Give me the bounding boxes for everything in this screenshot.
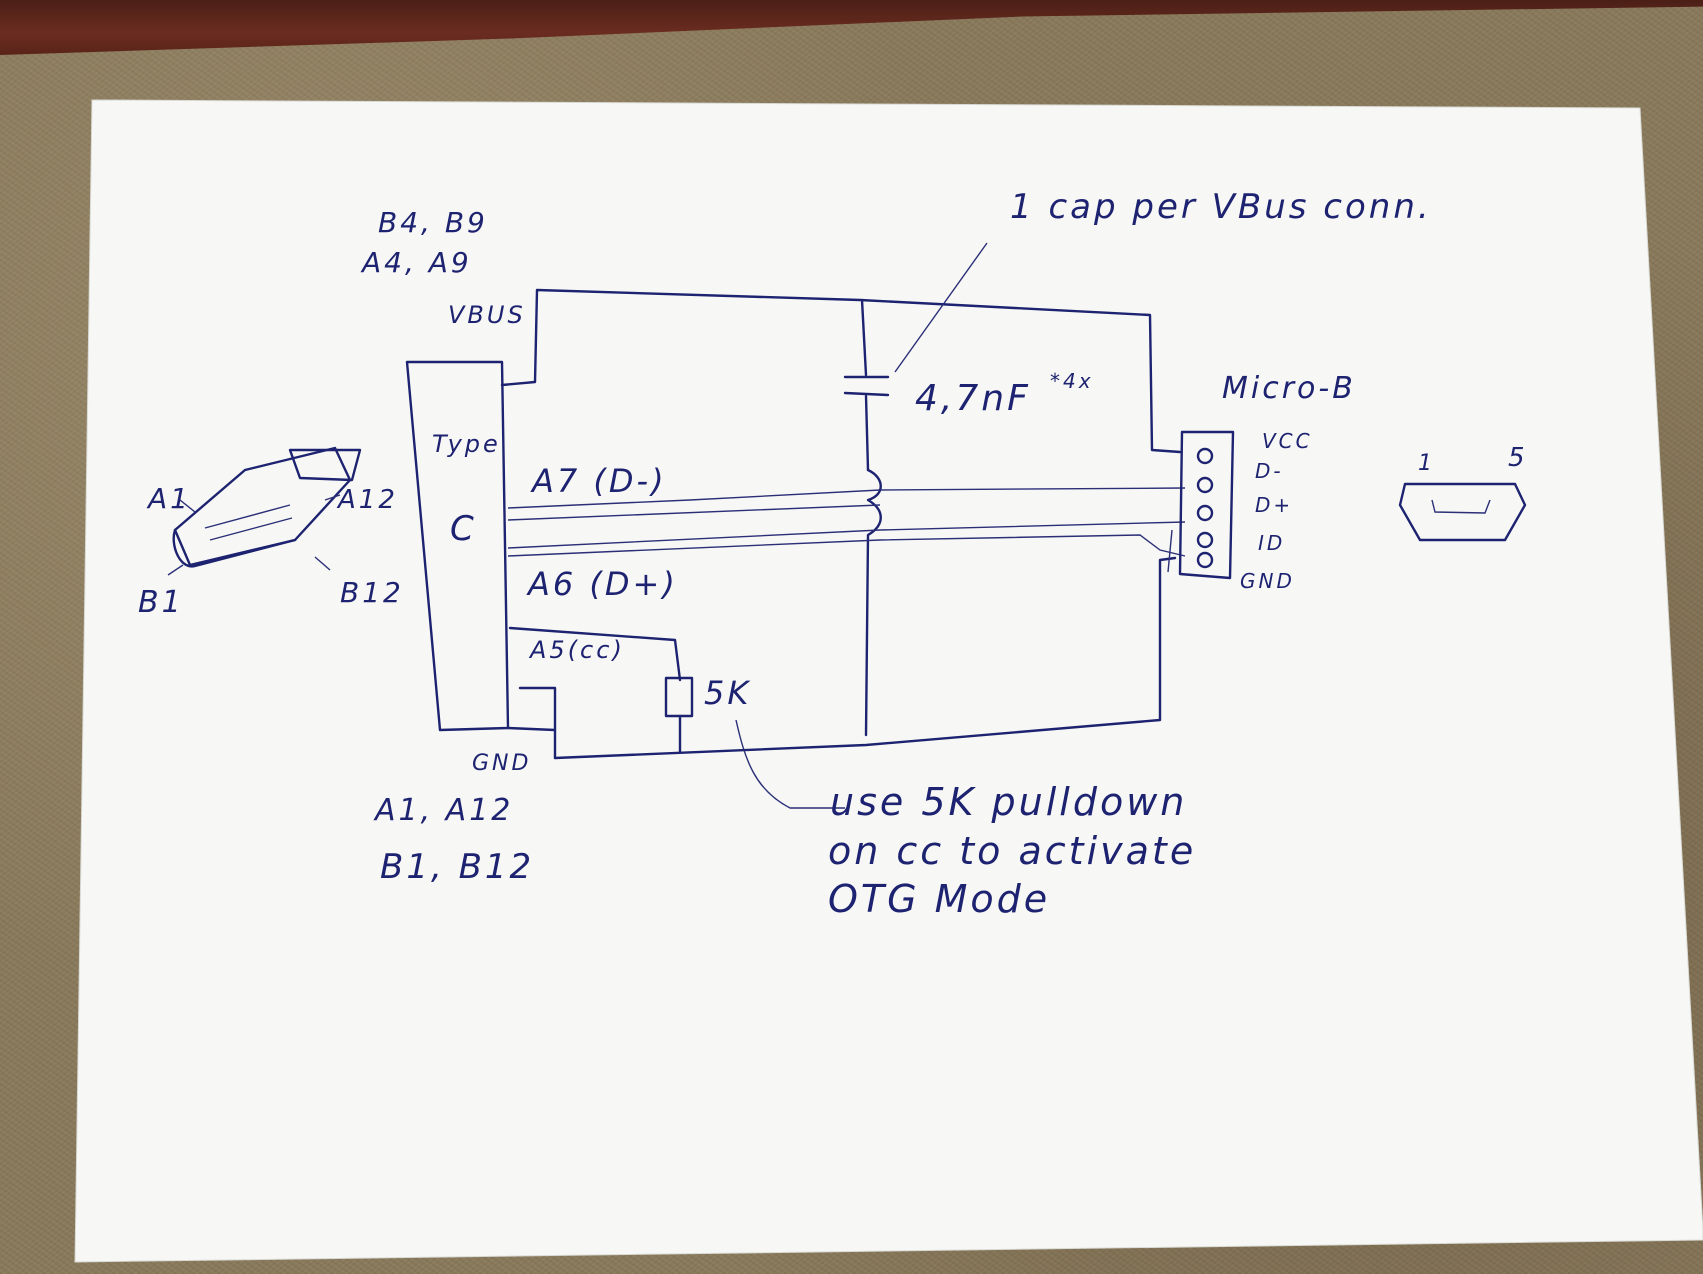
micro-b-pin-dminus: D-: [1255, 459, 1284, 483]
micro-b-pin-dplus: D+: [1255, 493, 1293, 517]
note-line-3: OTG Mode: [828, 877, 1050, 921]
paper-sheet: [74, 99, 1703, 1263]
note-line-2: on cc to activate: [828, 829, 1196, 873]
label-a5: A5(cc): [528, 636, 625, 664]
capacitor-symbol: [843, 242, 988, 472]
label-a4-a9: A4, A9: [360, 246, 472, 279]
label-c: C: [450, 509, 477, 549]
ground-rail: [506, 468, 1177, 760]
micro-b-connector: [1178, 430, 1235, 580]
label-gnd: GND: [472, 751, 531, 776]
socket-pin-5: 5: [1508, 443, 1528, 473]
plug-label-a12: A12: [336, 485, 398, 515]
cap-multiplier: *4x: [1050, 369, 1094, 393]
data-lines: [507, 487, 1186, 573]
vbus-wire: [500, 288, 1182, 454]
cc-resistor: [508, 626, 845, 809]
micro-b-title: Micro-B: [1222, 371, 1356, 406]
label-a7: A7 (D-): [530, 462, 667, 500]
plug-label-a1: A1: [146, 482, 191, 515]
micro-b-pin-gnd: GND: [1240, 569, 1295, 593]
socket-pin-1: 1: [1418, 451, 1435, 476]
micro-b-pin-id: ID: [1258, 531, 1285, 555]
plug-label-b12: B12: [340, 576, 404, 609]
micro-b-pin-vcc: VCC: [1262, 429, 1313, 453]
type-c-plug-sketch: [167, 446, 362, 576]
cap-value: 4,7nF: [915, 378, 1031, 419]
label-type: Type: [432, 430, 501, 458]
micro-b-socket-sketch: [1398, 482, 1527, 542]
label-b4-b9: B4, B9: [378, 206, 488, 239]
plug-label-b1: B1: [138, 585, 184, 620]
label-gnd-pins-a: A1, A12: [373, 793, 513, 828]
label-resistor: 5K: [704, 674, 751, 712]
cap-note: 1 cap per VBus conn.: [1010, 187, 1432, 227]
label-a6: A6 (D+): [526, 565, 678, 603]
label-gnd-pins-b: B1, B12: [380, 847, 534, 887]
note-line-1: use 5K pulldown: [830, 780, 1187, 824]
label-vbus: VBUS: [448, 301, 526, 329]
